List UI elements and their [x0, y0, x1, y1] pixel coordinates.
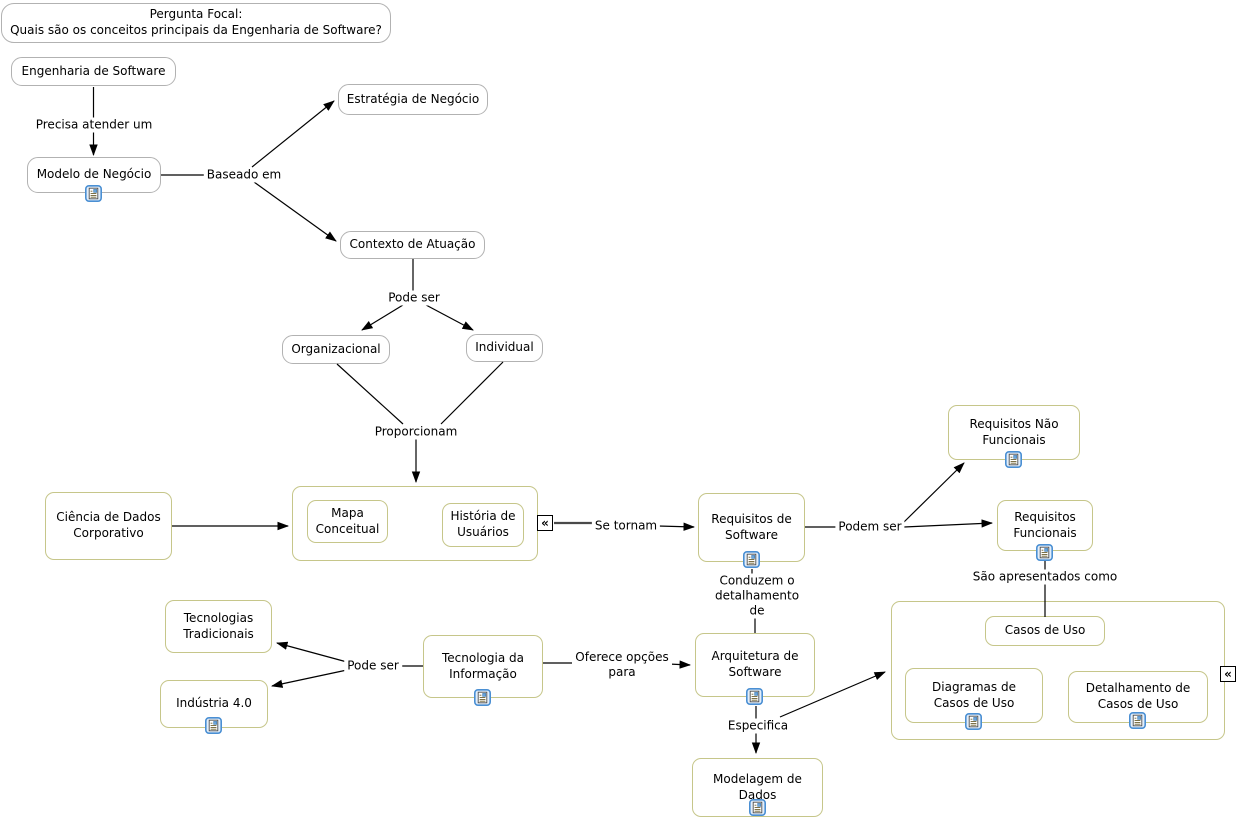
concept-label: Estratégia de Negócio: [346, 91, 480, 106]
linking-phrase-sao-apresentados-como[interactable]: São apresentados como: [969, 569, 1121, 585]
linking-phrase-baseado-em[interactable]: Baseado em: [203, 167, 285, 183]
focal-question-box[interactable]: Pergunta Focal: Quais são os conceitos p…: [1, 3, 391, 43]
concept-estrategia-de-negocio[interactable]: Estratégia de Negócio: [338, 84, 488, 115]
resource-icon[interactable]: [1036, 544, 1053, 561]
concept-historia-de-usuarios[interactable]: História de Usuários: [442, 503, 524, 547]
connector: [440, 361, 504, 425]
concept-label: Contexto de Atuação: [349, 237, 476, 252]
concept-label: Ciência de Dados Corporativo: [56, 510, 161, 540]
resource-icon[interactable]: [1005, 451, 1022, 468]
concept-label: Individual: [475, 340, 534, 355]
connector: [253, 181, 337, 242]
concept-tecnologia-da-informacao[interactable]: Tecnologia da Informação: [423, 635, 543, 698]
linking-phrase-conduzem-o-detalhamento-de[interactable]: Conduzem o detalhamento de: [704, 573, 810, 619]
resource-icon[interactable]: [743, 551, 760, 568]
connector: [779, 671, 886, 718]
collapse-glyph: «: [1224, 667, 1232, 681]
linking-phrase-precisa-atender-um[interactable]: Precisa atender um: [32, 117, 156, 133]
concept-label: Tecnologia da Informação: [442, 650, 524, 681]
concept-label: Engenharia de Software: [21, 63, 166, 78]
connector: [903, 462, 965, 523]
concept-ciencia-de-dados-corporativo[interactable]: Ciência de Dados Corporativo: [45, 492, 172, 560]
concept-label: Requisitos Funcionais: [1013, 509, 1077, 540]
linking-phrase-pode-ser-ti[interactable]: Pode ser: [344, 658, 402, 674]
linking-phrase-se-tornam[interactable]: Se tornam: [591, 518, 661, 534]
concept-label: Requisitos de Software: [711, 511, 792, 542]
concept-label: Requisitos Não Funcionais: [969, 416, 1059, 447]
concept-label: Detalhamento de Casos de Uso: [1085, 681, 1191, 711]
resource-icon[interactable]: [85, 185, 102, 202]
concept-label: Modelagem de Dados: [713, 771, 802, 802]
concept-label: Organizacional: [291, 341, 381, 356]
connector: [903, 519, 993, 528]
concept-requisitos-nao-funcionais[interactable]: Requisitos Não Funcionais: [948, 405, 1080, 460]
concept-label: Mapa Conceitual: [315, 505, 380, 536]
concept-label: Tecnologias Tradicionais: [183, 610, 254, 641]
concept-tecnologias-tradicionais[interactable]: Tecnologias Tradicionais: [165, 600, 272, 653]
concept-diagramas-de-casos-de-uso[interactable]: Diagramas de Casos de Uso: [905, 668, 1043, 723]
concept-mapa-conceitual[interactable]: Mapa Conceitual: [307, 500, 388, 543]
resource-icon[interactable]: [749, 799, 766, 816]
resource-icon[interactable]: [474, 689, 491, 706]
collapsed-links-icon[interactable]: «: [1220, 666, 1236, 682]
concept-organizacional[interactable]: Organizacional: [282, 335, 390, 364]
linking-phrase-podem-ser[interactable]: Podem ser: [835, 519, 905, 535]
resource-icon[interactable]: [205, 717, 222, 734]
linking-phrase-pode-ser-contexto[interactable]: Pode ser: [385, 290, 443, 306]
resource-icon[interactable]: [746, 688, 763, 705]
linking-phrase-especifica[interactable]: Especifica: [724, 718, 792, 734]
concept-casos-de-uso[interactable]: Casos de Uso: [985, 616, 1105, 646]
concept-label: Indústria 4.0: [176, 696, 252, 711]
concept-engenharia-de-software[interactable]: Engenharia de Software: [11, 57, 176, 86]
connector: [271, 669, 348, 688]
connector: [336, 363, 404, 425]
concept-individual[interactable]: Individual: [466, 334, 543, 362]
connector: [425, 304, 474, 331]
concept-label: Casos de Uso: [1004, 623, 1086, 638]
concept-label: Modelo de Negócio: [36, 167, 152, 182]
concept-requisitos-de-software[interactable]: Requisitos de Software: [698, 493, 805, 562]
concept-label: Arquitetura de Software: [711, 649, 799, 679]
concept-label: Diagramas de Casos de Uso: [932, 679, 1016, 710]
linking-phrase-proporcionam[interactable]: Proporcionam: [371, 424, 461, 440]
linking-phrase-oferece-opcoes-para[interactable]: Oferece opções para: [572, 650, 672, 680]
connector: [251, 100, 335, 168]
concept-arquitetura-de-software[interactable]: Arquitetura de Software: [695, 633, 815, 697]
concept-contexto-de-atuacao[interactable]: Contexto de Atuação: [340, 231, 485, 259]
collapse-glyph: «: [541, 516, 549, 530]
concept-label: História de Usuários: [450, 509, 516, 539]
connector: [276, 641, 348, 663]
connector: [361, 304, 404, 331]
focal-question-title: Pergunta Focal:: [149, 7, 243, 22]
resource-icon[interactable]: [1129, 712, 1146, 729]
focal-question-text: Quais são os conceitos principais da Eng…: [10, 23, 382, 37]
concept-requisitos-funcionais[interactable]: Requisitos Funcionais: [997, 500, 1093, 551]
resource-icon[interactable]: [965, 713, 982, 730]
connector: [657, 522, 695, 531]
collapsed-links-icon[interactable]: «: [537, 515, 553, 531]
